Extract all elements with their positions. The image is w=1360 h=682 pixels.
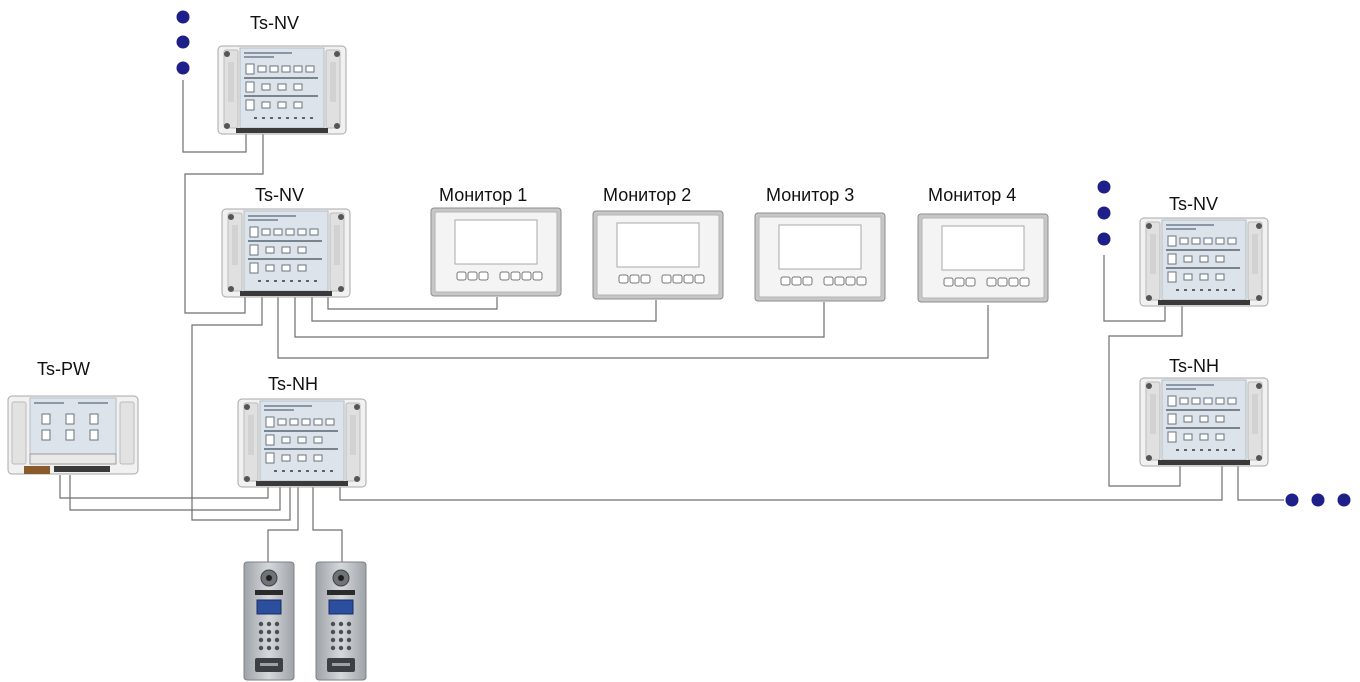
- monitor-3: [754, 212, 886, 302]
- wire-nh-to-panel-1: [267, 476, 299, 566]
- dot-group-top: [176, 10, 190, 75]
- wire-right-dots-to-nv: [1103, 255, 1166, 322]
- dot-group-right-nv: [1097, 180, 1111, 246]
- continuation-dot: [1285, 493, 1299, 507]
- wire-mid-nv-to-monitor-3: [294, 296, 825, 338]
- label-monitor-2: Монитор 2: [603, 185, 691, 205]
- continuation-dot: [1097, 180, 1111, 194]
- continuation-dot: [1311, 493, 1325, 507]
- call-panel-2: [315, 561, 367, 681]
- continuation-dot: [1337, 493, 1351, 507]
- wire-mid-nv-to-monitor-4: [277, 296, 989, 359]
- continuation-dot: [176, 35, 190, 49]
- continuation-dot: [1097, 232, 1111, 246]
- nv-module-mid: [221, 208, 351, 298]
- continuation-dot: [176, 61, 190, 75]
- call-panel-1: [243, 561, 295, 681]
- wire-nh-to-panel-2: [312, 476, 343, 566]
- dot-group-bus-end: [1285, 493, 1351, 507]
- continuation-dot: [176, 10, 190, 24]
- label-monitor-4: Монитор 4: [928, 185, 1016, 205]
- wire-right-nh-continuation: [1237, 460, 1284, 501]
- wire-mid-nv-to-monitor-1: [327, 296, 498, 310]
- label-monitor-3: Монитор 3: [766, 185, 854, 205]
- wire-mid-nv-to-monitor-2: [311, 296, 657, 322]
- pw-module: [7, 395, 139, 475]
- wire-top-dots-to-nv: [182, 80, 247, 153]
- monitor-2: [592, 210, 724, 300]
- label-nv-top: Ts-NV: [250, 13, 299, 33]
- wire-top-nv-to-mid-nv: [184, 133, 264, 314]
- wire-mid-nv-to-nh: [191, 296, 291, 521]
- label-nv-right: Ts-NV: [1169, 194, 1218, 214]
- wire-right-nv-to-nh: [1108, 305, 1183, 487]
- monitor-1: [430, 207, 562, 297]
- continuation-dot: [1097, 206, 1111, 220]
- nh-module-right: [1139, 377, 1269, 467]
- wire-pw-to-nh-2: [69, 475, 281, 511]
- nh-module-left: [237, 398, 367, 488]
- wire-nh-to-nh-bus: [339, 460, 1223, 501]
- label-nh-right: Ts-NH: [1169, 356, 1219, 376]
- wire-pw-to-nh-1: [59, 475, 269, 499]
- nv-module-top: [217, 45, 347, 135]
- label-pw: Ts-PW: [37, 359, 90, 379]
- label-nv-mid: Ts-NV: [255, 185, 304, 205]
- label-nh-left: Ts-NH: [268, 374, 318, 394]
- label-monitor-1: Монитор 1: [439, 185, 527, 205]
- monitor-4: [917, 213, 1049, 303]
- wires: [59, 80, 1284, 566]
- nv-module-right: [1139, 217, 1269, 307]
